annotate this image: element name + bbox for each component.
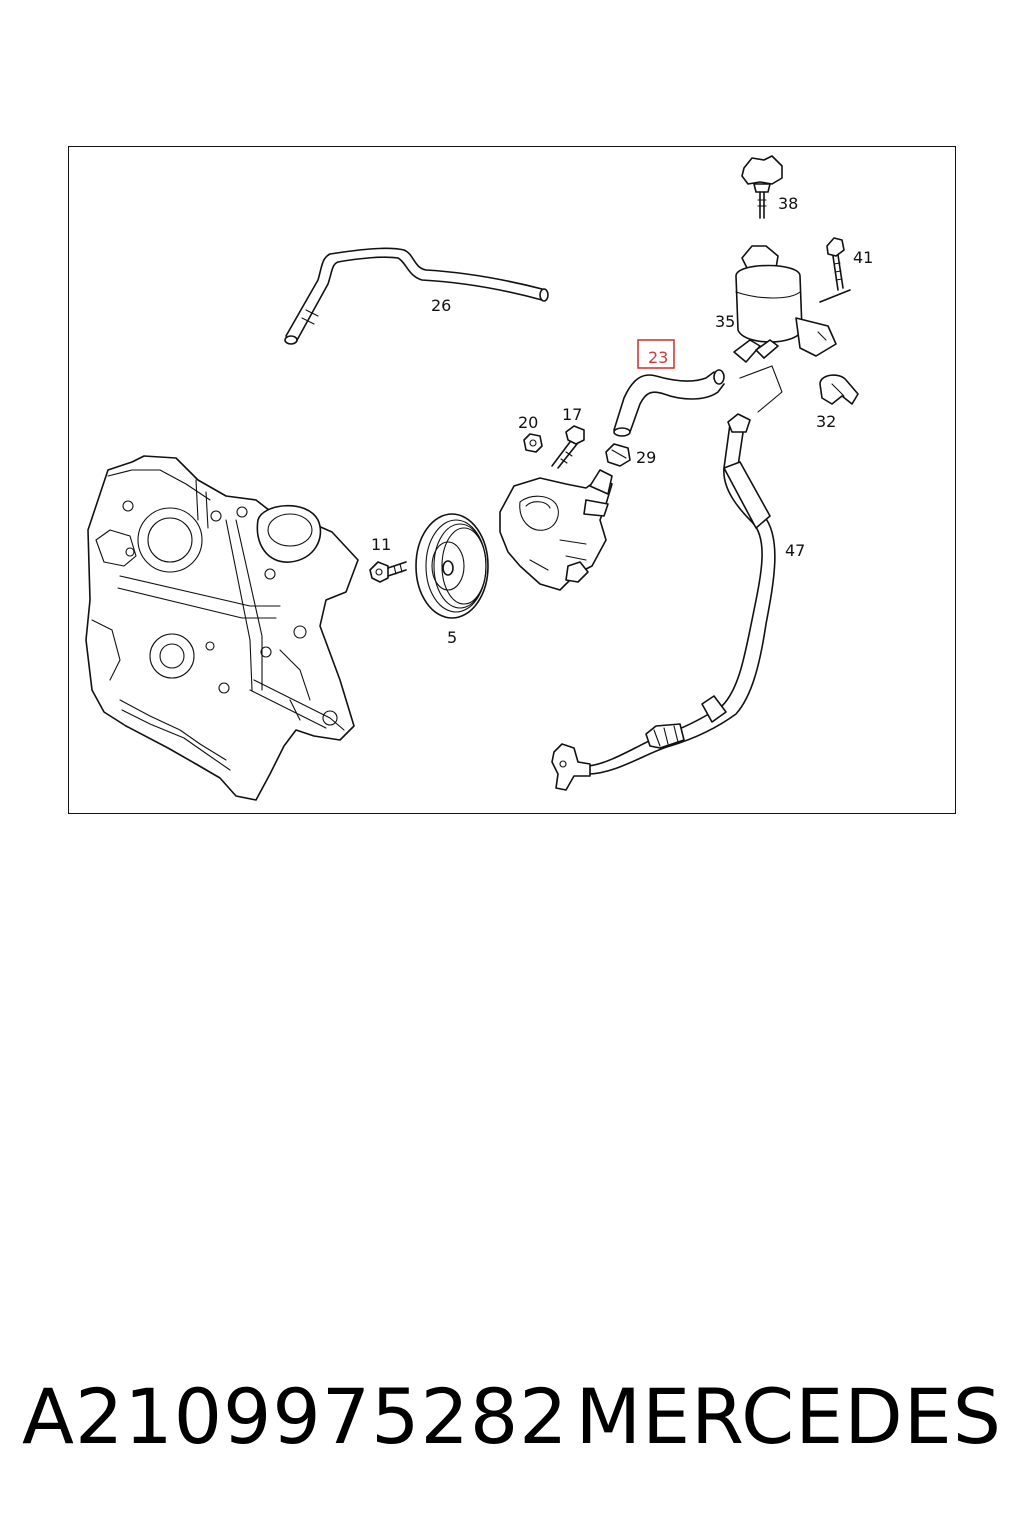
part-32-clamp[interactable] [819, 374, 859, 405]
part-47-pressure-line[interactable] [551, 413, 776, 791]
part-41-bolt[interactable] [826, 237, 845, 291]
part-17-bolt[interactable] [551, 425, 585, 469]
power-steering-pump[interactable] [499, 469, 613, 591]
label-11: 11 [371, 535, 391, 554]
label-23[interactable]: 23 [648, 348, 668, 367]
part-26-hose[interactable] [284, 247, 549, 345]
part-38-cap[interactable] [741, 155, 783, 219]
label-20: 20 [518, 413, 538, 432]
connection-line [739, 365, 783, 413]
engine-timing-cover [85, 455, 359, 801]
part-29-clamp[interactable] [605, 443, 631, 467]
label-5: 5 [447, 628, 457, 647]
part-11-bolt[interactable] [369, 561, 407, 583]
part-number: A2109975282 [22, 1372, 569, 1461]
label-32: 32 [816, 412, 836, 431]
label-29: 29 [636, 448, 656, 467]
part-20-nut[interactable] [523, 433, 543, 453]
label-26: 26 [431, 296, 451, 315]
part-35-reservoir[interactable] [733, 245, 851, 363]
part-23-hose[interactable] [613, 369, 725, 437]
label-38: 38 [778, 194, 798, 213]
label-35: 35 [715, 312, 735, 331]
label-17: 17 [562, 405, 582, 424]
part-5-pulley[interactable] [415, 513, 489, 619]
label-47: 47 [785, 541, 805, 560]
brand-name: MERCEDES [575, 1372, 1002, 1461]
label-41: 41 [853, 248, 873, 267]
footer: A2109975282 MERCEDES [0, 1372, 1024, 1482]
highlight-box-23 [637, 339, 675, 369]
